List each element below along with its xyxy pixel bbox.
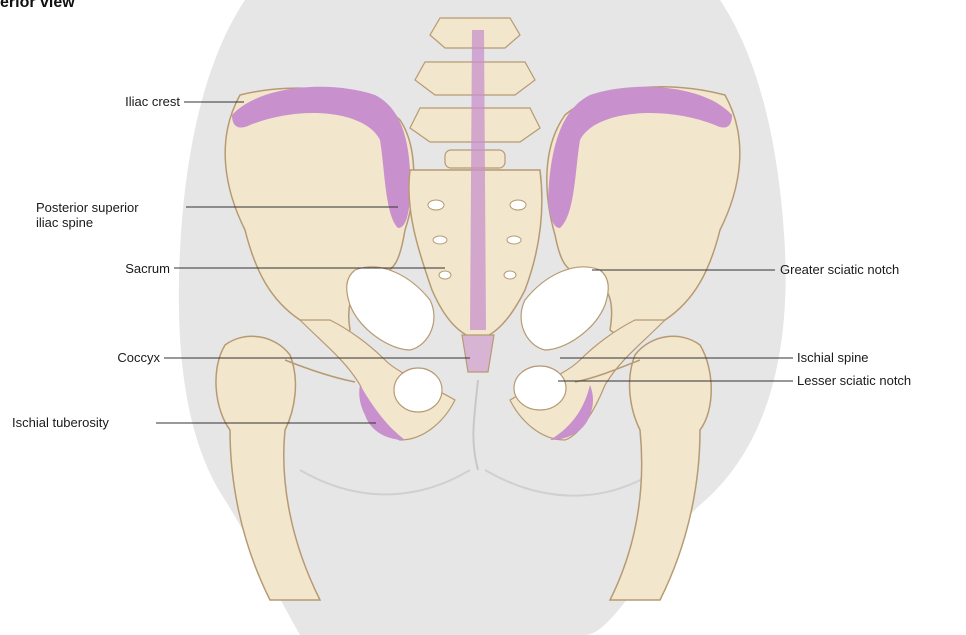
right-obturator-foramen — [514, 366, 566, 410]
spine-midline-highlight — [470, 30, 486, 330]
label-iliac-crest: Iliac crest — [125, 94, 180, 109]
label-psis-line1: Posterior superior — [36, 200, 139, 215]
left-obturator-foramen — [394, 368, 442, 412]
label-greater-sciatic-notch: Greater sciatic notch — [780, 262, 899, 277]
label-coccyx: Coccyx — [117, 350, 160, 365]
label-psis-line2: iliac spine — [36, 215, 93, 230]
label-ischial-spine: Ischial spine — [797, 350, 869, 365]
view-title: erior view — [0, 0, 75, 12]
coccyx-bone — [462, 335, 494, 372]
label-lesser-sciatic-notch: Lesser sciatic notch — [797, 373, 911, 388]
label-sacrum: Sacrum — [125, 261, 170, 276]
label-ischial-tuberosity: Ischial tuberosity — [12, 415, 109, 430]
